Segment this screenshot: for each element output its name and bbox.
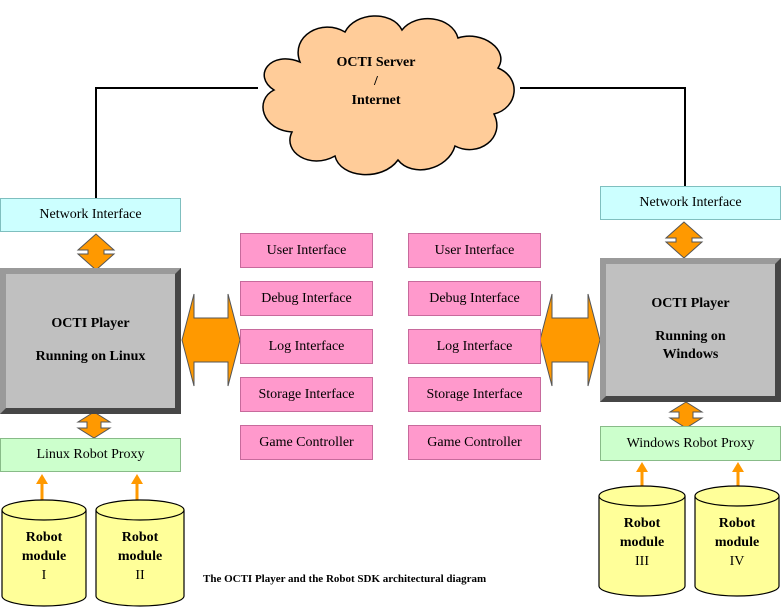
cloud-label: OCTI Server / Internet: [316, 53, 436, 110]
left-debug-interface: Debug Interface: [240, 281, 373, 316]
left-game-controller: Game Controller: [240, 425, 373, 460]
robot-4-line-1: Robot: [718, 516, 756, 531]
robot-3-line-3: III: [635, 554, 649, 569]
left-network-interface: Network Interface: [0, 198, 181, 232]
left-player-line-1: OCTI Player: [51, 316, 130, 332]
robot-1-line-3: I: [41, 568, 47, 583]
diagram-caption: The OCTI Player and the Robot SDK archit…: [203, 573, 487, 585]
left-player-line-2: Running on Linux: [35, 349, 146, 364]
right-game-controller: Game Controller: [408, 425, 541, 460]
left-network-line: [95, 87, 258, 198]
left-big-arrow: [181, 293, 241, 387]
robot-cylinder-1: [1, 499, 87, 607]
right-big-arrow: [539, 293, 601, 387]
cloud-line-1: OCTI Server: [336, 55, 416, 70]
right-robot-proxy: Windows Robot Proxy: [600, 426, 781, 461]
robot-module-4-label: Robot module IV: [695, 514, 779, 571]
robot-3-line-1: Robot: [623, 516, 661, 531]
left-storage-interface: Storage Interface: [240, 377, 373, 412]
right-player-line-2: Running on: [655, 328, 726, 344]
right-storage-interface: Storage Interface: [408, 377, 541, 412]
cloud-shape: [262, 15, 515, 176]
robot-4-line-2: module: [714, 535, 760, 550]
cloud-line-2: /: [374, 74, 378, 89]
left-user-interface: User Interface: [240, 233, 373, 268]
robot-2-line-2: module: [117, 549, 163, 564]
robot-cylinder-3: [598, 485, 686, 597]
right-debug-interface: Debug Interface: [408, 281, 541, 316]
cloud-line-3: Internet: [351, 93, 401, 108]
robot-module-2-label: Robot module II: [96, 528, 184, 585]
robot-1-line-1: Robot: [25, 530, 63, 545]
right-network-interface: Network Interface: [600, 186, 781, 220]
right-player-line-1: OCTI Player: [651, 295, 730, 311]
right-octi-player: OCTI Player Running on Windows: [600, 258, 781, 402]
robot-2-line-3: II: [135, 568, 145, 583]
robot-module-3-label: Robot module III: [599, 514, 685, 571]
left-net-arrow: [76, 233, 116, 271]
left-robot-proxy: Linux Robot Proxy: [0, 438, 181, 472]
right-network-line: [520, 87, 686, 186]
left-proxy-arrow: [76, 411, 112, 439]
right-player-line-3: Windows: [662, 347, 719, 363]
robot-cylinder-2: [95, 499, 185, 607]
robot-module-1-label: Robot module I: [2, 528, 86, 585]
left-log-interface: Log Interface: [240, 329, 373, 364]
robot-cylinder-4: [694, 485, 780, 597]
right-user-interface: User Interface: [408, 233, 541, 268]
left-octi-player: OCTI Player Running on Linux: [0, 268, 181, 414]
robot-2-line-1: Robot: [121, 530, 159, 545]
robot-3-line-2: module: [619, 535, 665, 550]
robot-1-line-2: module: [21, 549, 67, 564]
right-proxy-arrow: [668, 401, 704, 429]
right-net-arrow: [664, 221, 704, 259]
robot-4-line-3: IV: [729, 554, 745, 569]
right-log-interface: Log Interface: [408, 329, 541, 364]
